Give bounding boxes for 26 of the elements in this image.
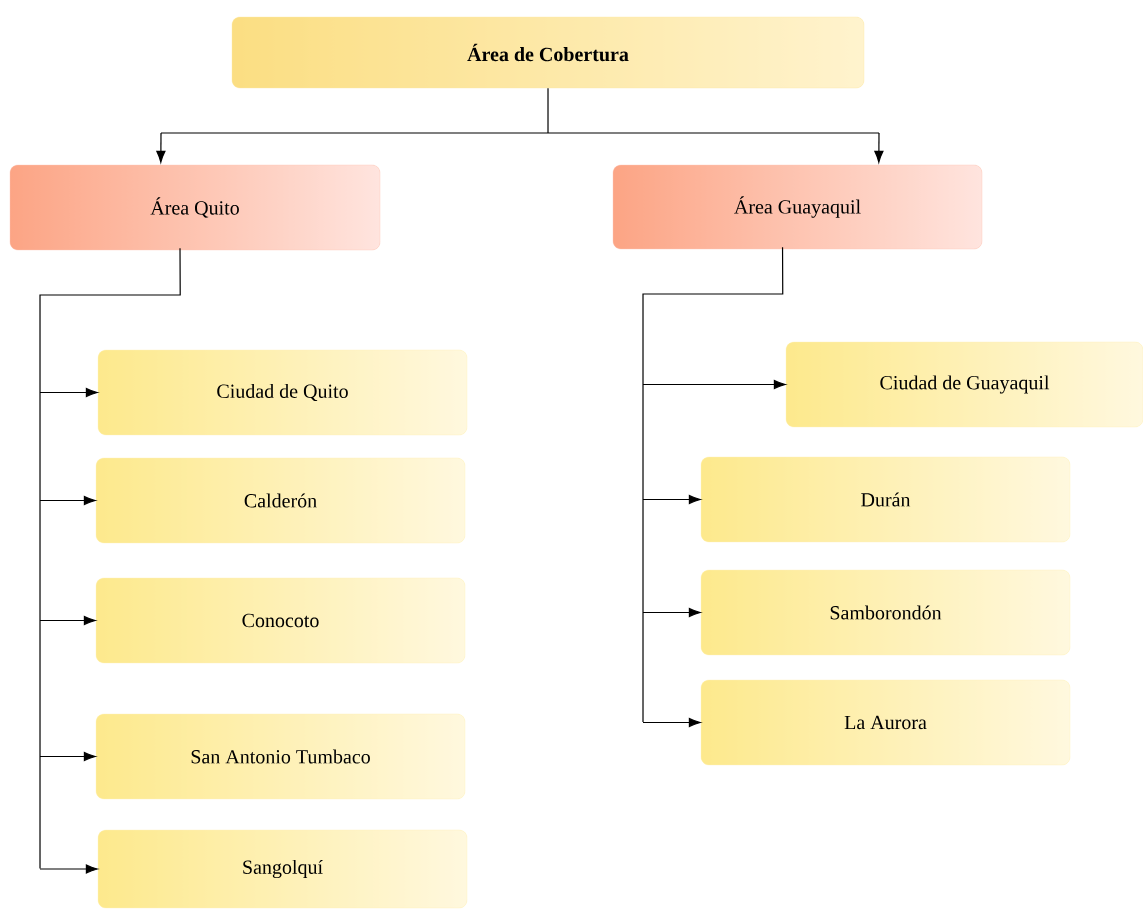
arrow xyxy=(39,864,98,874)
location-box: Sangolquí xyxy=(97,829,468,909)
location-box: Samborondón xyxy=(700,569,1071,656)
location-box: Conocoto xyxy=(95,577,466,664)
arrow xyxy=(156,132,166,163)
arrow xyxy=(642,717,701,728)
connector-line xyxy=(642,246,784,723)
arrow xyxy=(642,607,701,618)
location-box: Ciudad de Quito xyxy=(97,349,468,436)
arrow xyxy=(39,615,96,626)
location-box: Calderón xyxy=(95,457,466,544)
arrow xyxy=(874,132,884,163)
location-box: Durán xyxy=(700,456,1071,543)
arrow xyxy=(39,751,96,762)
arrow xyxy=(39,495,96,506)
location-box: La Aurora xyxy=(700,679,1071,766)
arrow xyxy=(642,494,701,505)
connector-line xyxy=(39,247,181,869)
location-box: Ciudad de Guayaquil xyxy=(785,341,1143,428)
location-box: San Antonio Tumbaco xyxy=(95,713,466,800)
arrow xyxy=(39,387,98,398)
area-box: Área Quito xyxy=(9,164,381,251)
arrow xyxy=(642,379,786,390)
title-box: Área de Cobertura xyxy=(231,16,865,89)
connector-line xyxy=(160,87,880,134)
area-box: Área Guayaquil xyxy=(612,164,983,250)
